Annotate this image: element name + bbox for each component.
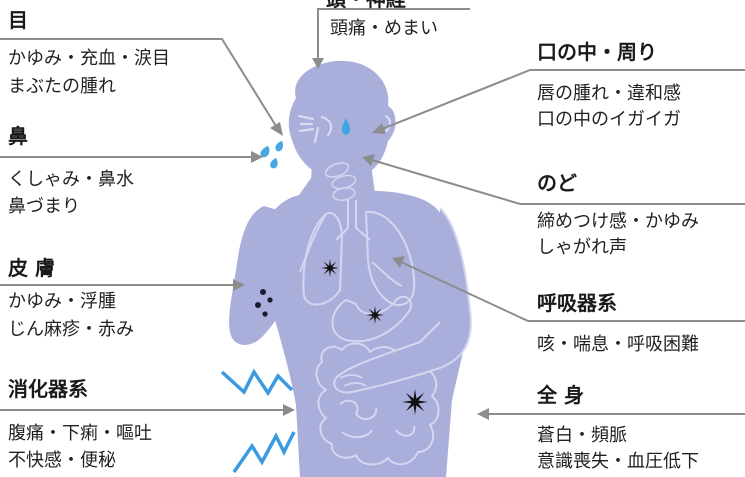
star-burst-icon	[402, 389, 428, 415]
digestive-symptom: 不快感・便秘	[8, 449, 116, 473]
droplet	[270, 158, 278, 168]
nose-symptom: 鼻づまり	[8, 195, 80, 219]
mouth-symptom: 口の中のイガイガ	[537, 108, 681, 132]
lightning-icon	[234, 432, 294, 472]
whole-body-symptom: 意識喪失・血圧低下	[537, 450, 699, 474]
skin-dot	[255, 302, 261, 308]
arrow-icon	[283, 404, 295, 416]
respiratory-title: 呼吸器系	[537, 290, 617, 316]
skin-title: 皮 膚	[8, 255, 55, 281]
whole-body-symptom: 蒼白・頻脈	[537, 424, 627, 448]
eyes-symptom: まぶたの腫れ	[8, 75, 116, 99]
skin-dot	[267, 297, 272, 302]
digestive-symptom: 腹痛・下痢・嘔吐	[8, 422, 152, 446]
arrow-icon	[477, 408, 489, 420]
mouth-title: 口の中・周り	[537, 39, 657, 65]
star-burst-icon	[366, 306, 384, 324]
skin-symptom: かゆみ・浮腫	[8, 290, 116, 314]
lightning-marks	[222, 372, 294, 472]
lightning-icon	[222, 372, 292, 393]
skin-dot	[262, 311, 267, 316]
droplet	[275, 141, 283, 151]
digestive-title: 消化器系	[8, 376, 88, 402]
skin-symptom: じん麻疹・赤み	[8, 318, 134, 342]
head-symptom: 頭痛・めまい	[330, 17, 438, 41]
eyes-title: 目	[8, 7, 28, 33]
throat-title: のど	[537, 170, 577, 196]
throat-symptom: 締めつけ感・かゆみ	[537, 210, 699, 234]
skin-dot	[260, 289, 266, 295]
star-burst-icon	[321, 259, 339, 277]
whole-body-title: 全 身	[537, 382, 584, 408]
arrow-icon	[270, 122, 283, 136]
sneeze-droplets-icon	[260, 141, 283, 168]
droplet	[260, 146, 269, 157]
nose-symptom: くしゃみ・鼻水	[8, 168, 134, 192]
mouth-symptom: 唇の腫れ・違和感	[537, 82, 681, 106]
respiratory-symptom: 咳・喘息・呼吸困難	[537, 333, 699, 357]
throat-symptom: しゃがれ声	[537, 236, 627, 260]
eyes-symptom: かゆみ・充血・涙目	[8, 47, 170, 71]
nose-title: 鼻	[8, 123, 28, 149]
head-title: 頭・神経	[326, 0, 406, 12]
